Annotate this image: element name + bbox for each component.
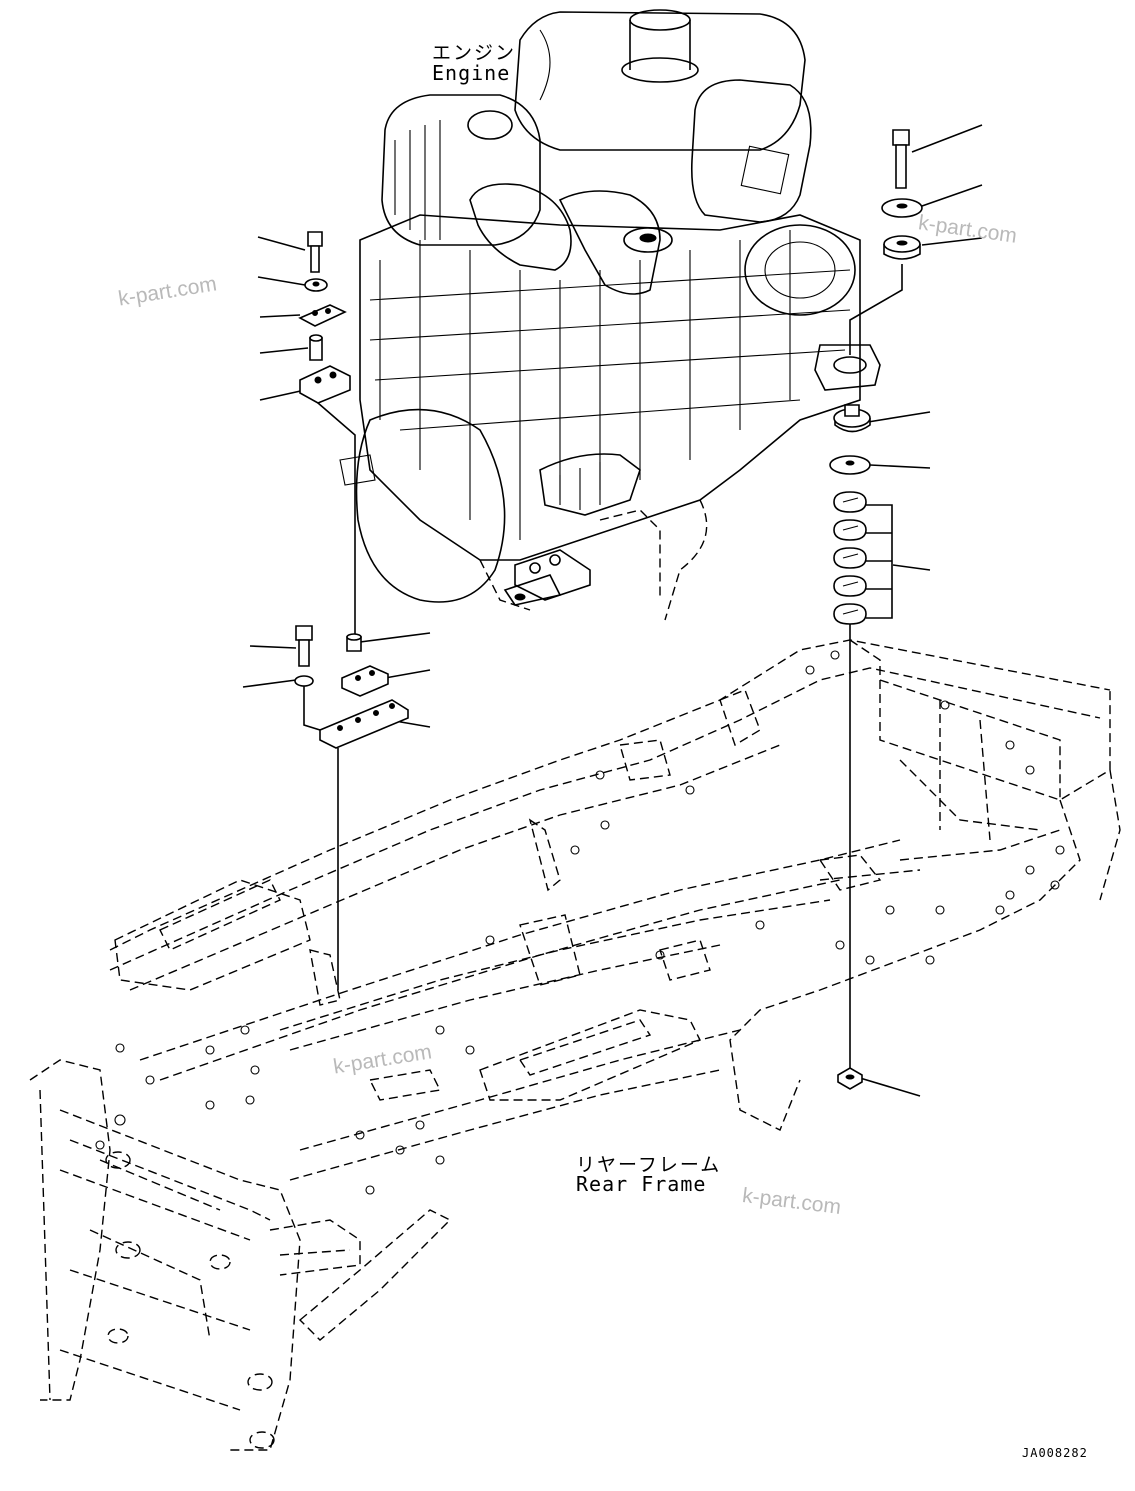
left-upper-mount-parts	[257, 231, 356, 640]
frame-bolts	[95, 650, 1065, 1195]
rear-frame-label-en: Rear Frame	[576, 1172, 707, 1196]
engine-assembly	[339, 9, 881, 621]
engine-label-en: Engine	[432, 61, 511, 85]
rear-frame-label-jp: リヤーフレーム	[576, 1154, 722, 1176]
drawing-code: JA008282	[1022, 1446, 1088, 1460]
engine-label-jp: エンジン	[432, 42, 517, 64]
shim-stack	[833, 491, 893, 625]
right-mount-parts	[829, 124, 983, 1097]
rear-frame	[29, 639, 1121, 1451]
left-lower-mount-parts	[242, 625, 431, 985]
